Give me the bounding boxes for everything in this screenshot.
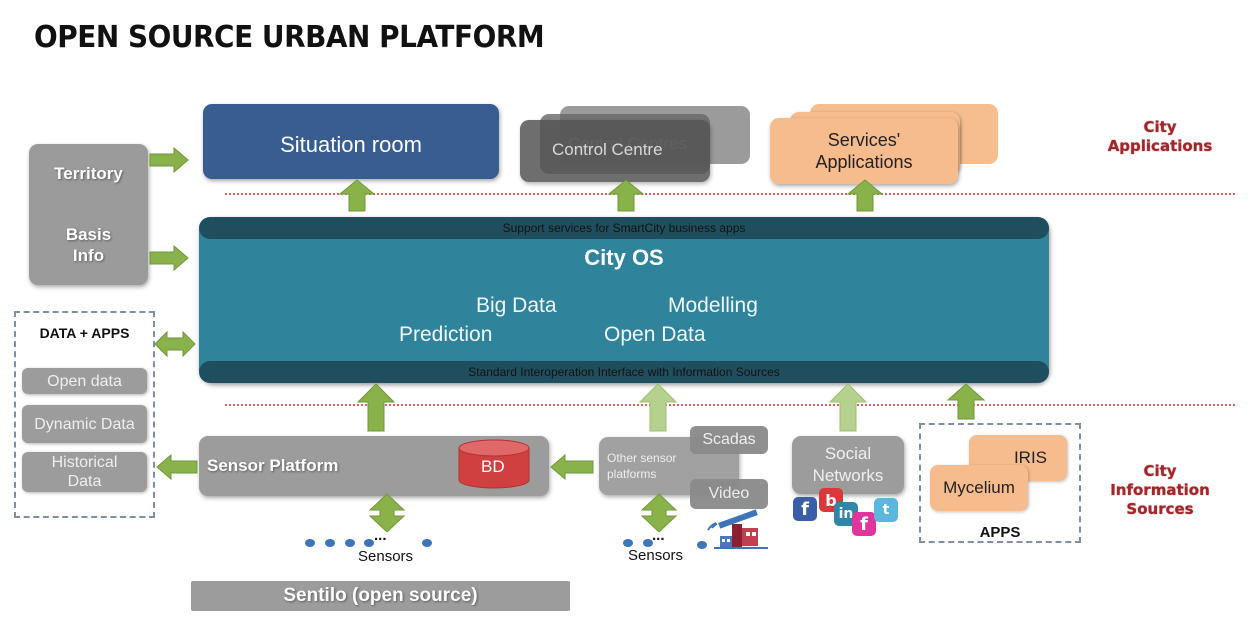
sensors-label-left: Sensors [358, 548, 414, 565]
mycelium-label: Mycelium [943, 478, 1015, 497]
open-data-item: Open data [22, 368, 147, 394]
data-apps-city-os-double-arrow [154, 330, 196, 358]
facebook-icon: f [793, 497, 817, 521]
video-label: Video [708, 485, 750, 502]
city-applications-line1: City [1143, 118, 1177, 136]
sensor-dot [364, 539, 374, 547]
scadas-label: Scadas [702, 431, 756, 448]
other-platforms-to-sensor-platform-arrow [550, 453, 594, 481]
applications-separator-line [225, 193, 1235, 195]
data-apps-title: DATA + APPS [39, 325, 130, 341]
sensor-dot [305, 539, 315, 547]
social-networks-box: Social Networks [792, 436, 904, 494]
control-centre-label: Control Centre [552, 140, 663, 159]
city-os-to-control-centre-arrow [607, 179, 645, 212]
apps-title: APPS [979, 524, 1021, 541]
sensor-dot [697, 541, 707, 549]
sensor-dot [422, 539, 432, 547]
sensor-dot [643, 539, 653, 547]
services-applications-box: Services' Applications [770, 118, 958, 184]
other-sensor-platforms-label: Other sensor platforms [607, 451, 677, 481]
control-centre-box: Control Centre [520, 120, 710, 182]
city-information-sources-line2: Information [1110, 481, 1210, 499]
dynamic-data-item: Dynamic Data [22, 405, 147, 443]
services-applications-line2: Applications [815, 152, 913, 172]
sensor-platform-to-city-os-arrow [356, 383, 396, 432]
database-label: BD [481, 457, 505, 476]
city-applications-label: City Applications [1095, 118, 1225, 156]
services-applications-line1: Services' [827, 130, 901, 150]
basis-info-to-city-os-arrow [149, 244, 189, 272]
basis-info-label: Basis Info [65, 225, 112, 265]
sensor-platform-to-historical-arrow [156, 453, 198, 481]
page-title: OPEN SOURCE URBAN PLATFORM [34, 20, 545, 55]
territory-label: Territory [54, 164, 123, 183]
sources-separator-line [225, 404, 1235, 406]
city-os-to-services-arrow [846, 179, 884, 212]
other-platforms-sensors-double-arrow [640, 493, 678, 533]
sensor-dot [623, 539, 633, 547]
city-applications-line2: Applications [1107, 137, 1213, 155]
historical-data-item: Historical Data [22, 452, 147, 492]
iris-label: IRIS [1013, 448, 1047, 467]
database-icon [458, 439, 530, 489]
city-information-sources-line1: City [1143, 462, 1177, 480]
sensor-dot [345, 539, 355, 547]
city-os-item-prediction: Prediction [399, 323, 493, 346]
city-os-item-big-data: Big Data [476, 294, 557, 317]
sensors-ellipsis: ... [374, 527, 387, 544]
city-information-sources-line3: Sources [1126, 500, 1194, 518]
city-information-sources-label: City Information Sources [1095, 462, 1225, 519]
situation-room-label: Situation room [280, 131, 422, 157]
mycelium-app: Mycelium [930, 465, 1028, 511]
social-to-city-os-arrow [828, 383, 868, 432]
city-os-title: City OS [584, 245, 664, 270]
scadas-box: Scadas [690, 426, 768, 454]
territory-basis-info-box: Territory Basis Info [29, 144, 148, 285]
sensor-platform-sensors-double-arrow [368, 493, 406, 533]
other-platforms-to-city-os-arrow [638, 383, 678, 432]
apps-to-city-os-arrow [946, 383, 986, 420]
city-os-box: Support services for SmartCity business … [199, 217, 1049, 383]
interoperation-interface-band: Standard Interoperation Interface with I… [199, 361, 1049, 383]
video-box: Video [690, 479, 768, 509]
city-os-item-open-data: Open Data [604, 323, 706, 346]
apps-panel: IRIS Mycelium APPS [919, 423, 1081, 543]
sensors-ellipsis: ... [652, 527, 665, 544]
sensor-platform-box: Sensor Platform BD [199, 436, 549, 496]
sensor-dot [325, 539, 335, 547]
social-networks-label: Social Networks [812, 444, 884, 485]
twitter-icon: t [874, 498, 898, 522]
situation-room-box: Situation room [203, 104, 499, 179]
sentilo-banner: Sentilo (open source) [191, 581, 570, 611]
friendfeed-icon: f [852, 512, 876, 536]
data-apps-panel: DATA + APPS Open data Dynamic Data Histo… [14, 311, 155, 518]
sensors-label-right: Sensors [628, 547, 684, 564]
sentilo-label: Sentilo (open source) [283, 585, 478, 606]
territory-to-situation-arrow [149, 146, 189, 174]
city-sensor-building-icon [707, 509, 768, 549]
city-os-to-situation-arrow [338, 179, 376, 212]
city-os-item-modelling: Modelling [668, 294, 758, 317]
sensor-platform-label: Sensor Platform [207, 456, 339, 475]
support-services-band: Support services for SmartCity business … [199, 217, 1049, 239]
